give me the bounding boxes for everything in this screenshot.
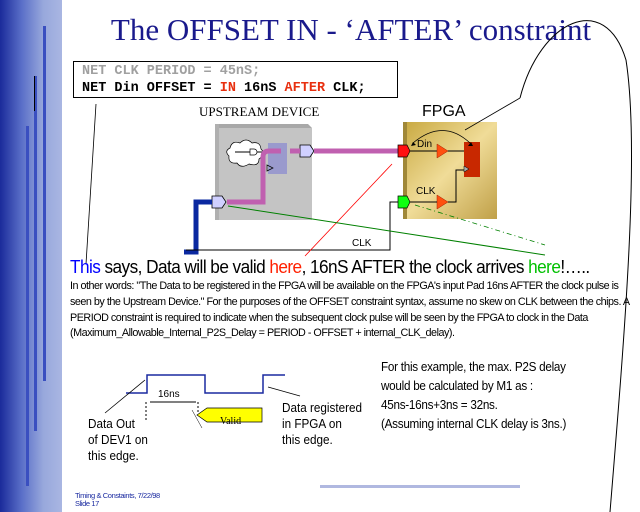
interval-label: 16ns [158,389,180,400]
upstream-device-label: UPSTREAM DEVICE [199,104,320,119]
summary-sentence: This says, Data will be valid here, 16nS… [70,256,590,277]
clk-wire-label: CLK [352,238,372,249]
code-line-offset: NET Din OFFSET = IN 16nS AFTER CLK; [82,81,366,96]
timing-waveform [104,374,301,429]
fpga-block [397,122,497,219]
slide-title: The OFFSET IN - ‘AFTER’ constraint [110,12,592,47]
upstream-device-block [184,124,406,255]
fpga-label: FPGA [422,103,466,120]
code-line-period: NET CLK PERIOD = 45nS; [82,64,261,79]
clk-label: CLK [416,186,436,197]
sidebar-decoration [0,0,62,512]
constraint-code-box: NET CLK PERIOD = 45nS; NET Din OFFSET = … [73,61,398,98]
valid-label: Valid [220,416,242,427]
din-label: Din [417,139,433,150]
explanation-paragraph: In other words: "The Data to be register… [70,280,629,340]
